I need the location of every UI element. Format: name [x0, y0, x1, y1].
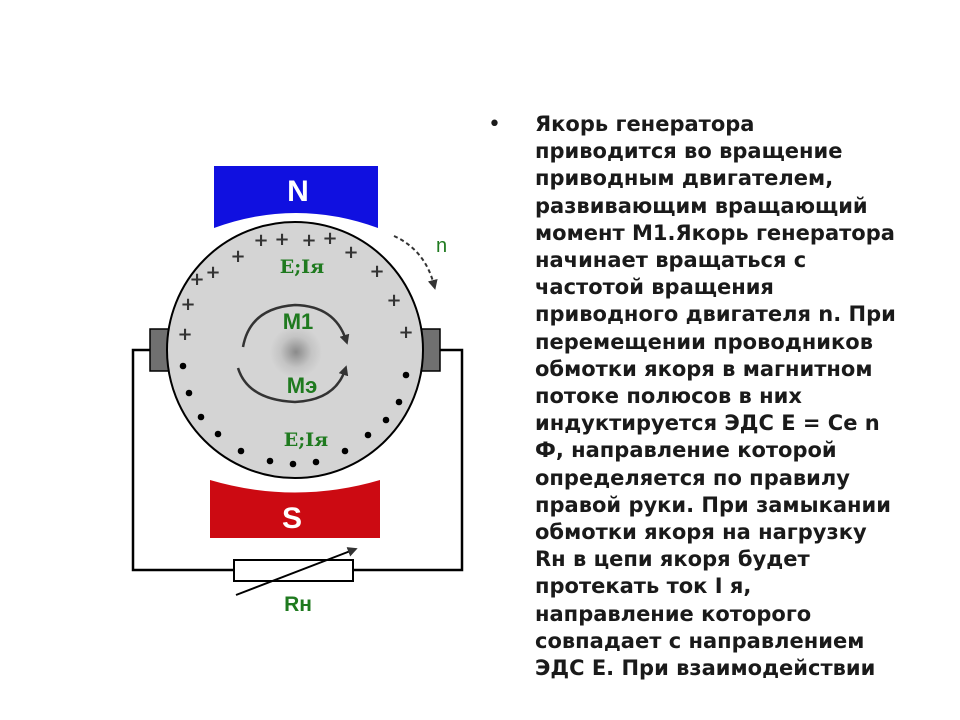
conductor-plus: +	[177, 324, 192, 345]
rheostat-arrow	[235, 547, 358, 596]
body-text-line: потоке полюсов в них	[535, 384, 802, 409]
torque-me-arrow	[236, 365, 349, 404]
body-text-line: обмотки якоря на нагрузку	[535, 520, 867, 545]
conductor-dot	[214, 430, 222, 438]
body-text-line: развивающим вращающий	[535, 193, 868, 218]
conductor-dot	[402, 371, 410, 379]
rotation-label: n	[436, 235, 447, 257]
body-text-line: Ф, направление которой	[535, 438, 837, 463]
conductor-plus: +	[369, 261, 384, 282]
body-text-line: начинает вращаться с	[535, 248, 807, 273]
conductor-dot	[179, 362, 187, 370]
conductor-dot	[197, 413, 205, 421]
body-text-line: правой руки. При замыкании	[535, 492, 891, 517]
north-pole-label: N	[287, 175, 309, 208]
conductor-plus: +	[253, 230, 268, 251]
body-text-line: обмотки якоря в магнитном	[535, 356, 873, 381]
bullet-marker: •	[488, 112, 501, 137]
conductor-dot	[266, 457, 274, 465]
body-text-line: частотой вращения	[535, 275, 774, 300]
torque-m1-label: M1	[283, 309, 314, 334]
emf-current-label-bottom: E;Iя	[284, 429, 328, 451]
body-text-line: направление которого	[535, 601, 812, 626]
body-text-line: Rн в цепи якоря будет	[535, 547, 810, 572]
body-text-line: совпадает с направлением	[535, 628, 865, 653]
conductor-plus: +	[322, 228, 337, 249]
south-pole-label: S	[282, 502, 302, 535]
body-text-line: Якорь генератора	[535, 112, 755, 136]
rotation-arrow	[393, 235, 438, 290]
body-text-line: индуктируется ЭДС Е = Се n	[535, 411, 880, 436]
circuit-wire-right	[353, 348, 464, 572]
armature-hub	[270, 326, 322, 378]
conductor-dot	[395, 398, 403, 406]
body-text-line: перемещении проводников	[535, 329, 873, 354]
conductor-plus: +	[189, 269, 204, 290]
conductor-dot	[289, 460, 297, 468]
body-text-line: приводным двигателем,	[535, 166, 834, 191]
north-pole	[214, 166, 378, 228]
south-pole	[210, 480, 380, 538]
generator-diagram: N S + + + + + + + + + + + + +	[131, 166, 464, 616]
conductor-plus: +	[301, 230, 316, 251]
load-resistor-label: Rн	[284, 593, 312, 616]
conductor-plus: +	[398, 322, 413, 343]
body-text-line: приводится во вращение	[535, 139, 843, 164]
conductor-plus: +	[230, 246, 245, 267]
body-text-line: момент М1.Якорь генератора	[535, 220, 895, 245]
torque-me-label: Mэ	[287, 373, 317, 398]
conductor-dot	[312, 458, 320, 466]
conductor-dot	[341, 447, 349, 455]
circuit-wire	[131, 348, 234, 572]
body-text-line: ЭДС Е. При взаимодействии	[535, 656, 876, 681]
body-text-line: протекать ток I я,	[535, 574, 752, 599]
emf-current-label-top: E;Iя	[280, 256, 324, 278]
conductor-dot	[237, 447, 245, 455]
load-resistor	[233, 559, 354, 582]
conductor-dot	[364, 431, 372, 439]
conductor-plus: +	[274, 229, 289, 250]
conductor-dot	[185, 389, 193, 397]
torque-m1-arrow	[241, 303, 350, 348]
conductor-plus: +	[343, 242, 358, 263]
body-text-line: приводного двигателя n. При	[535, 302, 896, 327]
body-text-line: определяется по правилу	[535, 465, 850, 490]
conductor-plus: +	[180, 294, 195, 315]
conductor-dot	[382, 416, 390, 424]
conductor-plus-group: + + + + + + + + + + + + +	[177, 228, 413, 345]
conductor-plus: +	[386, 290, 401, 311]
conductor-plus: +	[205, 262, 220, 283]
conductor-dot-group	[179, 362, 410, 468]
